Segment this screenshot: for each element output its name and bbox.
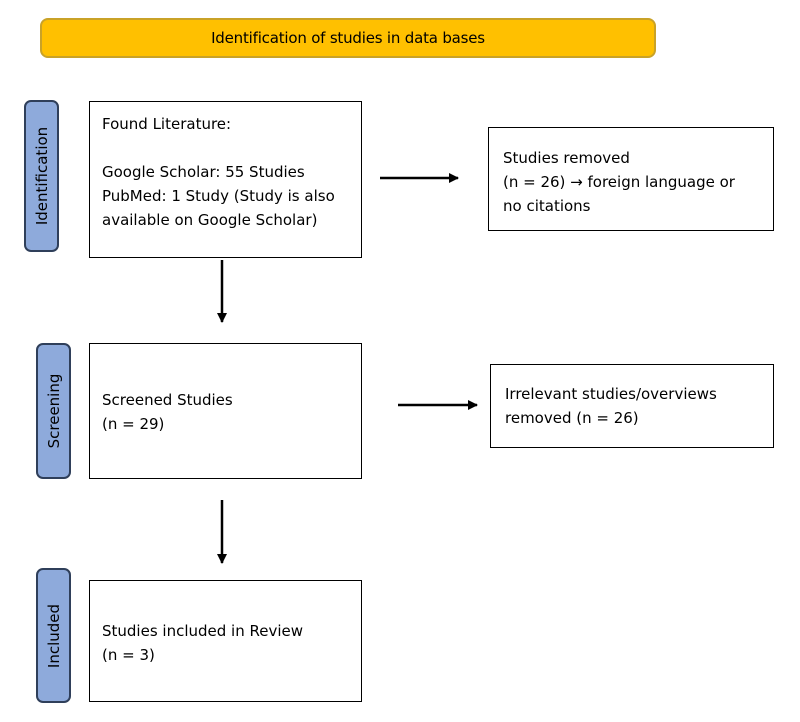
found-literature-heading: Found Literature: xyxy=(102,115,232,133)
included-line-2: (n = 3) xyxy=(102,646,155,664)
found-line-pubmed: PubMed: 1 Study (Study is also xyxy=(102,187,335,205)
header-banner: Identification of studies in data bases xyxy=(40,18,656,58)
found-line-google: Google Scholar: 55 Studies xyxy=(102,163,305,181)
irrelevant-removed-box: Irrelevant studies/overviews removed (n … xyxy=(490,364,774,448)
screened-line-2: (n = 29) xyxy=(102,415,165,433)
irrelevant-line-2: removed (n = 26) xyxy=(505,409,639,427)
phase-label-included: Included xyxy=(36,568,71,703)
phase-label-screening: Screening xyxy=(36,343,71,479)
irrelevant-line-1: Irrelevant studies/overviews xyxy=(505,385,717,403)
phase-label-identification: Identification xyxy=(24,100,59,252)
removed-line-1: Studies removed xyxy=(503,149,630,167)
included-studies-box: Studies included in Review (n = 3) xyxy=(89,580,362,702)
included-line-1: Studies included in Review xyxy=(102,622,304,640)
header-title: Identification of studies in data bases xyxy=(211,29,485,47)
found-literature-box: Found Literature: Google Scholar: 55 Stu… xyxy=(89,101,362,258)
found-line-pubmed-note: available on Google Scholar) xyxy=(102,211,318,229)
removed-line-3: no citations xyxy=(503,197,591,215)
studies-removed-box: Studies removed (n = 26) → foreign langu… xyxy=(488,127,774,231)
screened-studies-box: Screened Studies (n = 29) xyxy=(89,343,362,479)
removed-line-2: (n = 26) → foreign language or xyxy=(503,173,735,191)
screened-line-1: Screened Studies xyxy=(102,391,233,409)
